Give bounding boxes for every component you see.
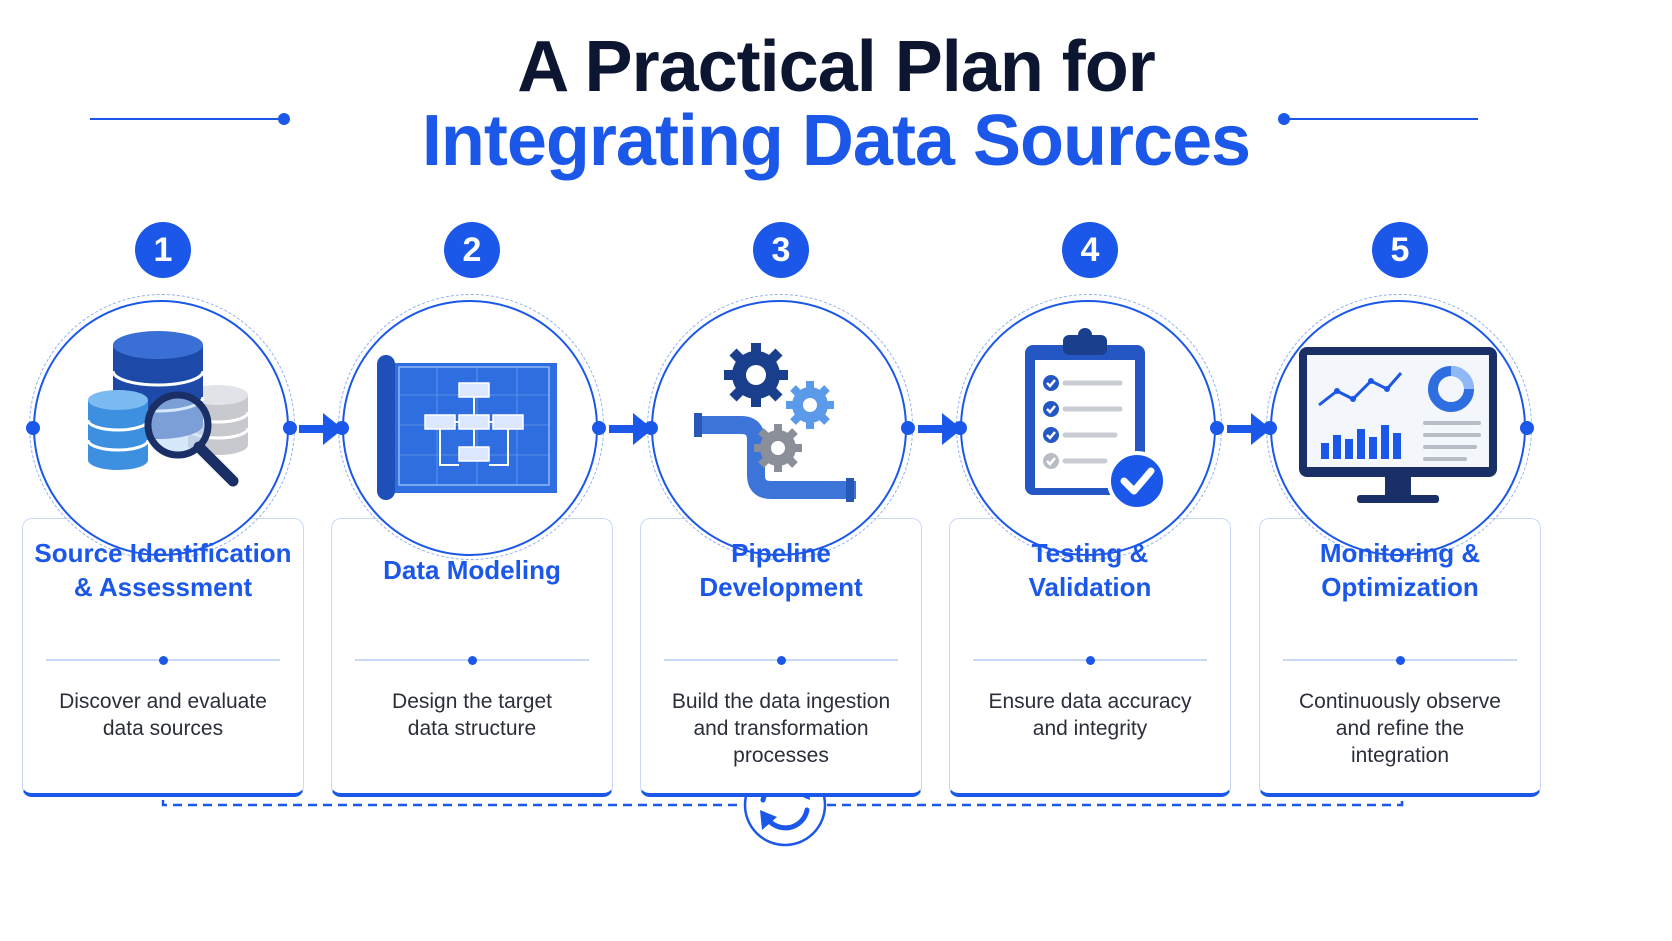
ring-connector-dot <box>644 421 658 435</box>
step-3: 3 <box>640 222 922 797</box>
step-title: Pipeline Development <box>699 538 863 602</box>
card-divider-dot <box>777 656 786 665</box>
ring-connector-dot <box>592 421 606 435</box>
title-decor-line-right <box>1286 118 1478 120</box>
step-number-badge: 2 <box>444 222 500 278</box>
step-number-badge: 3 <box>753 222 809 278</box>
step-number-badge: 1 <box>135 222 191 278</box>
step-number-badge: 5 <box>1372 222 1428 278</box>
card-divider-dot <box>1086 656 1095 665</box>
step-2: 2 Data Modeling Desi <box>331 222 613 797</box>
step-5: 5 Monitoring & Optimization Continuously… <box>1259 222 1541 797</box>
ring-connector-dot <box>1520 421 1534 435</box>
flow-arrow-2 <box>609 413 653 445</box>
gears-pipeline-icon <box>694 343 856 502</box>
card-divider-dot <box>468 656 477 665</box>
title-decor-line-left <box>90 118 282 120</box>
ring-connector-dot <box>901 421 915 435</box>
step-description: Build the data ingestion and transformat… <box>671 690 891 767</box>
ring-connector-dot <box>1263 421 1277 435</box>
step-description: Discover and evaluate data sources <box>59 690 267 740</box>
database-magnifier-icon <box>86 331 250 487</box>
title-line-2: Integrating Data Sources <box>421 101 1251 181</box>
ring-connector-dot <box>26 421 40 435</box>
flow-arrow-3 <box>918 413 962 445</box>
ring-connector-dot <box>953 421 967 435</box>
step-description: Ensure data accuracy and integrity <box>988 690 1192 740</box>
monitor-dashboard-icon <box>1299 347 1497 503</box>
step-description: Continuously observe and refine the inte… <box>1299 690 1501 767</box>
ring-connector-dot <box>335 421 349 435</box>
title-line-1: A Practical Plan for <box>517 27 1156 107</box>
flow-arrow-4 <box>1227 413 1271 445</box>
blueprint-icon <box>377 355 557 500</box>
title-decor-dot-left <box>278 113 290 125</box>
step-title: Testing & Validation <box>1028 538 1152 602</box>
step-1: 1 Source Identification & Assessment Dis <box>22 222 304 797</box>
ring-connector-dot <box>1210 421 1224 435</box>
card-divider-dot <box>1396 656 1405 665</box>
step-number-badge: 4 <box>1062 222 1118 278</box>
title-decor-dot-right <box>1278 113 1290 125</box>
ring-connector-dot <box>283 421 297 435</box>
step-title: Data Modeling <box>383 555 561 585</box>
flow-arrow-1 <box>299 413 343 445</box>
step-description: Design the target data structure <box>392 690 552 740</box>
clipboard-checklist-icon <box>1025 328 1167 511</box>
step-4: 4 Testing & Validation Ensure data accur… <box>949 222 1231 797</box>
card-divider-dot <box>159 656 168 665</box>
step-title: Source Identification & Assessment <box>34 538 292 602</box>
step-title: Monitoring & Optimization <box>1319 538 1481 602</box>
